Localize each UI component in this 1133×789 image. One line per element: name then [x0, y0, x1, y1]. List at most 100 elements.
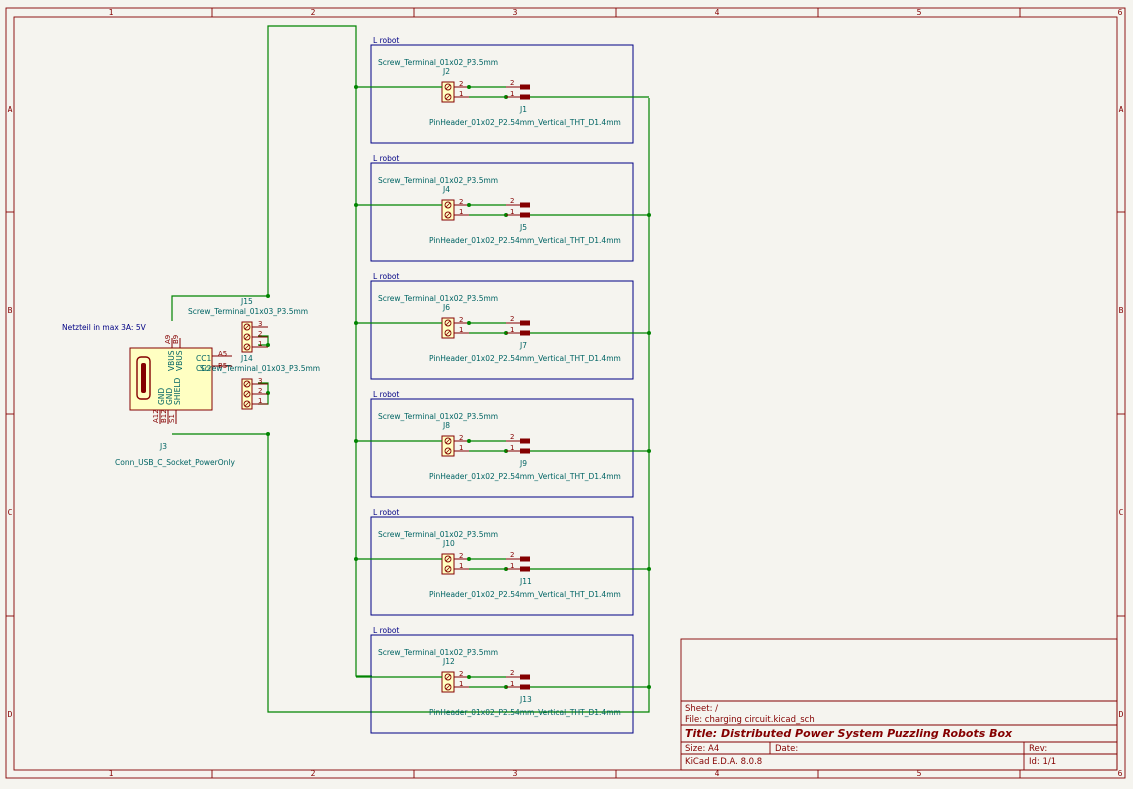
screw-pin-2: 2 — [459, 552, 463, 560]
header-pin-num-2: 2 — [510, 315, 514, 323]
tb-generator: KiCad E.D.A. 8.0.8 — [685, 757, 762, 767]
header-pin-num-2: 2 — [510, 79, 514, 87]
pin-header-value: PinHeader_01x02_P2.54mm_Vertical_THT_D1.… — [429, 590, 621, 599]
screw-terminal-body — [441, 671, 455, 693]
robot-sheet-box — [370, 280, 634, 380]
tb-id: Id: 1/1 — [1029, 757, 1056, 767]
screw3-pin-num: 2 — [258, 330, 262, 338]
screw-terminal-body — [441, 435, 455, 457]
header-pin-num-1: 1 — [510, 444, 514, 452]
pin-name-shield: SHIELD — [173, 377, 182, 405]
screw-terminal-ref: J2 — [442, 67, 450, 76]
robot-sheet-label: L robot — [373, 154, 399, 163]
frame-row-left-B: B — [8, 306, 13, 315]
header-pin-num-1: 1 — [510, 562, 514, 570]
pin-header-value: PinHeader_01x02_P2.54mm_Vertical_THT_D1.… — [429, 118, 621, 127]
pin-header-ref: J11 — [519, 577, 532, 586]
usb-c-receptacle-icon — [136, 356, 151, 400]
screw-pin-2: 2 — [459, 434, 463, 442]
screw3-value: Screw_Terminal_01x03_P3.5mm — [200, 364, 320, 373]
screw-terminal-body — [441, 553, 455, 575]
header-pin-num-1: 1 — [510, 90, 514, 98]
screw-pin-2: 2 — [459, 316, 463, 324]
frame-col-top-1: 1 — [109, 8, 114, 17]
robot-sheet-6[interactable]: L robotScrew_Terminal_01x02_P3.5mmJ12212… — [356, 626, 649, 734]
pin-header-pin-2 — [520, 84, 530, 90]
frame-row-right-C: C — [1119, 508, 1124, 517]
screw-pin-1: 1 — [459, 90, 463, 98]
header-pin-num-2: 2 — [510, 551, 514, 559]
inner-frame — [13, 16, 1118, 771]
frame-row-left-D: D — [8, 710, 13, 719]
robot-sheet-3[interactable]: L robotScrew_Terminal_01x02_P3.5mmJ62121… — [356, 272, 649, 380]
screw-pin-1: 1 — [459, 326, 463, 334]
frame-row-right-A: A — [1119, 105, 1124, 114]
robot-sheet-box — [370, 398, 634, 498]
screw-pin-1: 1 — [459, 562, 463, 570]
tb-sheet: Sheet: / — [685, 704, 718, 714]
header-pin-num-1: 1 — [510, 326, 514, 334]
screw3-value: Screw_Terminal_01x03_P3.5mm — [188, 307, 308, 316]
header-pin-num-1: 1 — [510, 680, 514, 688]
robot-sheet-box — [370, 162, 634, 262]
pin-header-pin-1 — [520, 94, 530, 100]
pin-header-value: PinHeader_01x02_P2.54mm_Vertical_THT_D1.… — [429, 472, 621, 481]
screw-pin-2: 2 — [459, 198, 463, 206]
screw-pin-1: 1 — [459, 680, 463, 688]
screw3-ref: J14 — [240, 354, 253, 363]
pin-header-pin-2 — [520, 438, 530, 444]
robot-sheet-1[interactable]: L robotScrew_Terminal_01x02_P3.5mmJ22121… — [356, 36, 649, 144]
pin-num-b12: B12 — [160, 409, 168, 423]
screw-terminal-value: Screw_Terminal_01x02_P3.5mm — [378, 58, 498, 67]
robot-sheet-2[interactable]: L robotScrew_Terminal_01x02_P3.5mmJ42121… — [356, 154, 649, 262]
screw-terminal-value: Screw_Terminal_01x02_P3.5mm — [378, 648, 498, 657]
pin-num-a5: A5 — [218, 350, 227, 358]
screw3-pin-num: 1 — [258, 397, 262, 405]
screw-terminal-ref: J10 — [442, 539, 455, 548]
screw-pin-2: 2 — [459, 670, 463, 678]
pin-num-b5: B5 — [218, 362, 227, 370]
header-pin-num-2: 2 — [510, 669, 514, 677]
pin-num-s1: S1 — [168, 414, 176, 423]
pin-name-vbus-1: VBUS — [167, 350, 176, 371]
screw-terminal-value: Screw_Terminal_01x02_P3.5mm — [378, 176, 498, 185]
screw3-pin-num: 3 — [258, 377, 262, 385]
robot-sheet-4[interactable]: L robotScrew_Terminal_01x02_P3.5mmJ82121… — [356, 390, 649, 498]
robot-sheet-5[interactable]: L robotScrew_Terminal_01x02_P3.5mmJ10212… — [356, 508, 649, 616]
screw-terminal-ref: J12 — [442, 657, 455, 666]
pin-header-pin-1 — [520, 330, 530, 336]
robot-sheet-label: L robot — [373, 390, 399, 399]
frame-col-top-2: 2 — [311, 8, 316, 17]
screw3-ref: J15 — [240, 297, 253, 306]
robot-sheets: L robotScrew_Terminal_01x02_P3.5mmJ22121… — [356, 36, 649, 734]
tb-size: Size: A4 — [685, 744, 719, 754]
pin-header-ref: J13 — [519, 695, 532, 704]
screw-terminal-body — [441, 317, 455, 339]
robot-sheet-label: L robot — [373, 36, 399, 45]
outer-frame — [5, 7, 1126, 779]
tb-date: Date: — [775, 744, 798, 754]
screw-terminal-ref: J6 — [442, 303, 450, 312]
header-pin-num-2: 2 — [510, 433, 514, 441]
usb-c-tongue-icon — [141, 363, 146, 393]
power-note: Netzteil in max 3A: 5V — [62, 323, 147, 332]
screw3-pin-num: 3 — [258, 320, 262, 328]
robot-sheet-box — [370, 516, 634, 616]
pin-name-gnd-1: GND — [157, 388, 166, 405]
pin-num-a9: A9 — [164, 335, 172, 344]
frame-col-bottom-2: 2 — [311, 769, 316, 778]
screw-pin-1: 1 — [459, 208, 463, 216]
usb-c-connector[interactable]: VBUS VBUS A9 B9 CC1 CC2 A5 B5 GND GND SH… — [115, 335, 235, 467]
pin-num-a12: A12 — [152, 409, 160, 423]
tb-title: Title: Distributed Power System Puzzling… — [685, 727, 1013, 740]
usb-value: Conn_USB_C_Socket_PowerOnly — [115, 458, 235, 467]
screw-terminal-value: Screw_Terminal_01x02_P3.5mm — [378, 530, 498, 539]
pin-header-ref: J9 — [519, 459, 527, 468]
frame-col-top-4: 4 — [715, 8, 720, 17]
robot-sheet-box — [370, 634, 634, 734]
frame-col-top-5: 5 — [917, 8, 922, 17]
screw-terminals-3pin: 321J15Screw_Terminal_01x03_P3.5mm321J14S… — [188, 297, 320, 410]
